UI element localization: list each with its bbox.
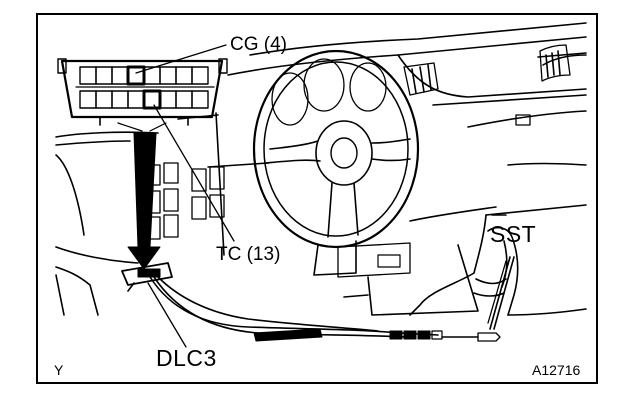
illustration-frame: CG (4) TC (13) SST DLC3 Y A12716 <box>36 13 598 384</box>
terminal-leader-lines <box>135 44 235 242</box>
tc-terminal-label: TC (13) <box>216 244 281 265</box>
sst-label: SST <box>490 221 537 247</box>
dashboard-line-drawing <box>55 22 587 348</box>
corner-letter-label: Y <box>54 362 64 378</box>
dashboard-outline <box>55 22 587 316</box>
cg-terminal-label: CG (4) <box>230 34 287 55</box>
dlc3-socket-and-sst-cable <box>121 262 501 342</box>
figure-code-label: A12716 <box>532 362 581 378</box>
technician-hand <box>409 214 587 330</box>
down-arrow <box>117 122 167 270</box>
part-leader-lines <box>147 260 507 348</box>
dlc3-label: DLC3 <box>156 345 217 371</box>
dlc3-connector-closeup <box>57 58 228 126</box>
steering-wheel <box>252 49 420 276</box>
